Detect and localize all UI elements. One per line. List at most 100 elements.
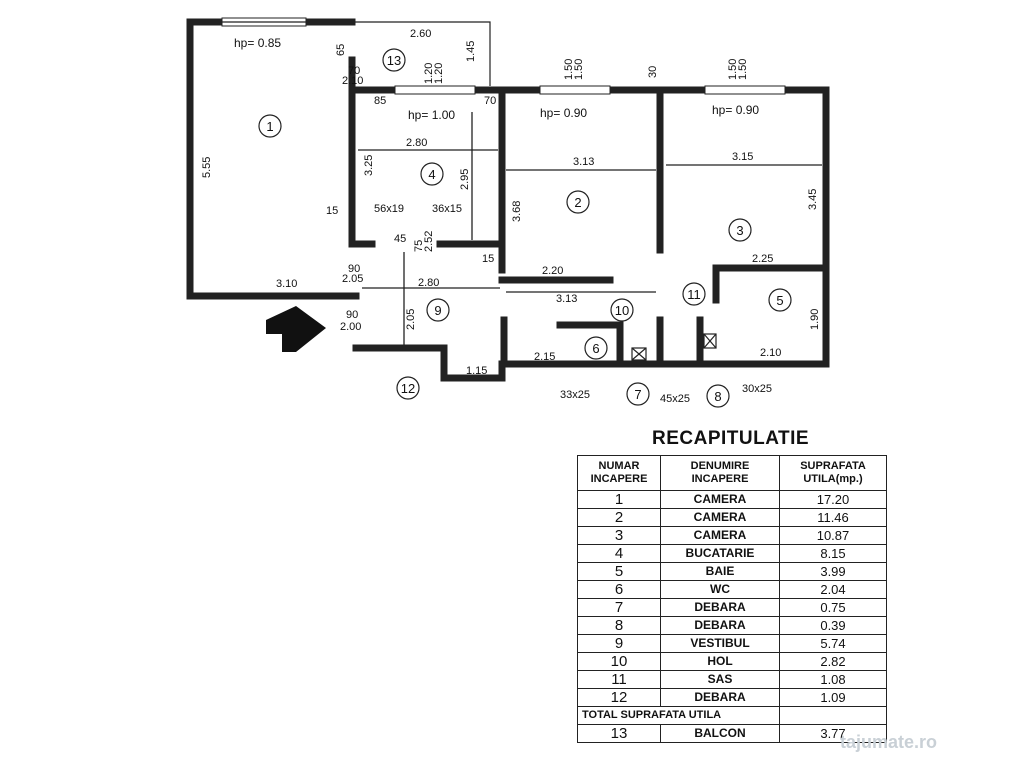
- svg-text:15: 15: [326, 205, 338, 217]
- svg-text:65: 65: [335, 44, 347, 56]
- svg-text:70: 70: [348, 65, 360, 77]
- room-marker-13: [382, 48, 406, 72]
- wall-room-4-left: [348, 86, 376, 248]
- room-name-cell: BUCATARIE: [660, 544, 780, 563]
- room-name-cell: CAMERA: [660, 490, 780, 509]
- svg-text:3.13: 3.13: [556, 293, 577, 305]
- room-marker-10: [610, 298, 634, 322]
- room-number-5: 5: [776, 293, 783, 308]
- room-marker-11: [682, 282, 706, 306]
- room-area-cell: 8.15: [779, 544, 887, 563]
- room-number-8: 8: [714, 389, 721, 404]
- room-number-cell: 8: [577, 616, 661, 635]
- room-number-cell: 4: [577, 544, 661, 563]
- dimension-labels: 2.60 1.45 5.55 3.10 3.25 2.80 2.95 3.68 …: [201, 28, 821, 405]
- room-name-cell: VESTIBUL: [660, 634, 780, 653]
- svg-text:1.90: 1.90: [809, 309, 821, 330]
- header-suprafata: SUPRAFATA UTILA(mp.): [779, 455, 887, 491]
- room-marker-5: [768, 288, 792, 312]
- room-number-cell: 1: [577, 490, 661, 509]
- room-name-cell: DEBARA: [660, 616, 780, 635]
- floor-plan: 1 2 3 4 5 6 7 8 9 10 11 12 13 hp= 0.85 h…: [186, 17, 830, 408]
- svg-text:1.45: 1.45: [465, 41, 477, 62]
- room-name-cell: DEBARA: [660, 688, 780, 707]
- hp-label-room-4: hp= 1.00: [408, 108, 455, 122]
- svg-text:2.10: 2.10: [342, 75, 363, 87]
- hp-label-room-1: hp= 0.85: [234, 36, 281, 50]
- room-number-3: 3: [736, 223, 743, 238]
- room-number-cell: 7: [577, 598, 661, 617]
- header-numar: NUMAR INCAPERE: [577, 455, 661, 491]
- room-number-cell: 3: [577, 526, 661, 545]
- total-row: TOTAL SUPRAFATA UTILA: [577, 706, 887, 725]
- room-name-cell: WC: [660, 580, 780, 599]
- svg-text:1.15: 1.15: [466, 365, 487, 377]
- room-area-cell: 17.20: [779, 490, 887, 509]
- svg-text:2.25: 2.25: [752, 253, 773, 265]
- room-area-cell: 10.87: [779, 526, 887, 545]
- room-number-11: 11: [687, 287, 701, 302]
- window-room-2: [539, 85, 611, 95]
- svg-text:3.25: 3.25: [363, 155, 375, 176]
- room-name-cell: BAIE: [660, 562, 780, 581]
- svg-text:2.00: 2.00: [340, 321, 361, 333]
- total-label-cell: TOTAL SUPRAFATA UTILA: [577, 706, 780, 725]
- recap-header-row: NUMAR INCAPERE DENUMIRE INCAPERE SUPRAFA…: [577, 455, 887, 491]
- room-number-cell: 2: [577, 508, 661, 527]
- svg-text:36x15: 36x15: [432, 203, 462, 215]
- wall-bottom: [352, 344, 830, 382]
- svg-text:2.95: 2.95: [459, 169, 471, 190]
- room-number-9: 9: [434, 303, 441, 318]
- recap-table: NUMAR INCAPERE DENUMIRE INCAPERE SUPRAFA…: [577, 455, 887, 743]
- svg-text:5.55: 5.55: [201, 157, 213, 178]
- room-marker-4: [420, 162, 444, 186]
- svg-text:2.15: 2.15: [534, 351, 555, 363]
- room-marker-8: [706, 384, 730, 408]
- room-number-10: 10: [615, 303, 629, 318]
- room-number-cell: 12: [577, 688, 661, 707]
- room-number-13: 13: [387, 53, 401, 68]
- room-name-cell: HOL: [660, 652, 780, 671]
- room-area-cell: 11.46: [779, 508, 887, 527]
- room-area-cell: 5.74: [779, 634, 887, 653]
- room-number-12: 12: [401, 381, 415, 396]
- storage-8: [703, 333, 717, 349]
- svg-text:75: 75: [413, 240, 425, 252]
- room-area-cell: 1.09: [779, 688, 887, 707]
- hp-label-room-2: hp= 0.90: [540, 106, 587, 120]
- room-area-cell: 2.04: [779, 580, 887, 599]
- svg-text:2.80: 2.80: [418, 277, 439, 289]
- room-number-cell: 6: [577, 580, 661, 599]
- svg-text:2.80: 2.80: [406, 137, 427, 149]
- svg-text:3.68: 3.68: [511, 201, 523, 222]
- svg-text:45x25: 45x25: [660, 393, 690, 405]
- hp-label-room-3: hp= 0.90: [712, 103, 759, 117]
- room-area-cell: 1.08: [779, 670, 887, 689]
- svg-text:1.50: 1.50: [563, 59, 575, 80]
- window-room-4: [394, 85, 476, 95]
- room-name-cell: DEBARA: [660, 598, 780, 617]
- wall-hol: [656, 316, 704, 368]
- svg-text:2.52: 2.52: [423, 231, 435, 252]
- svg-text:45: 45: [394, 233, 406, 245]
- svg-text:1.50: 1.50: [737, 59, 749, 80]
- storage-7: [631, 347, 647, 361]
- svg-text:56x19: 56x19: [374, 203, 404, 215]
- room-area-cell: 0.39: [779, 616, 887, 635]
- svg-text:1.20: 1.20: [433, 63, 445, 84]
- room-area-cell: 2.82: [779, 652, 887, 671]
- svg-text:1.20: 1.20: [423, 63, 435, 84]
- room-marker-9: [426, 298, 450, 322]
- svg-text:33x25: 33x25: [560, 389, 590, 401]
